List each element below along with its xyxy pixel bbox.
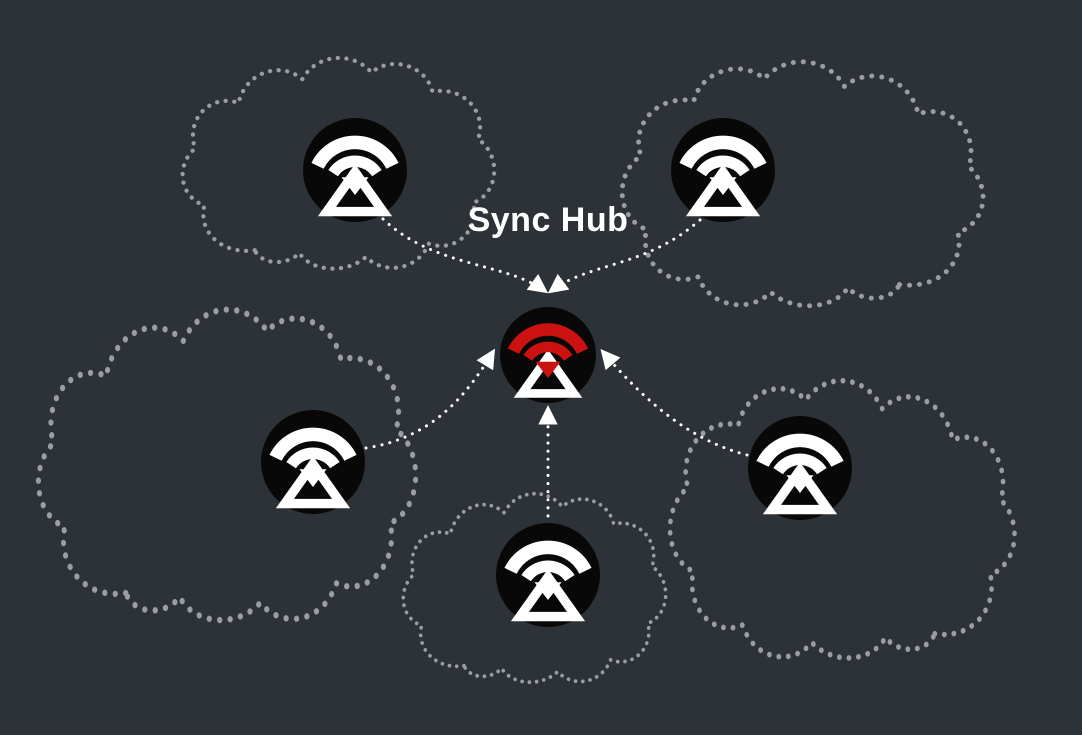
hub-title: Sync Hub	[467, 201, 629, 239]
arrow-group	[364, 217, 749, 518]
device-node-icon-left	[261, 410, 365, 514]
device-node-icon-bottom	[496, 523, 600, 627]
hub-node-icon	[500, 307, 596, 403]
device-node-icon-top-right	[671, 118, 775, 222]
sync-arrow-left	[364, 348, 496, 450]
device-node-icon-top-left	[303, 118, 407, 222]
sync-arrow-top-right	[547, 218, 702, 294]
cloud-outline-right	[670, 381, 1014, 658]
device-node-icon-right	[748, 416, 852, 520]
sync-arrow-right	[600, 349, 749, 457]
sync-arrow-top-left	[381, 217, 549, 294]
